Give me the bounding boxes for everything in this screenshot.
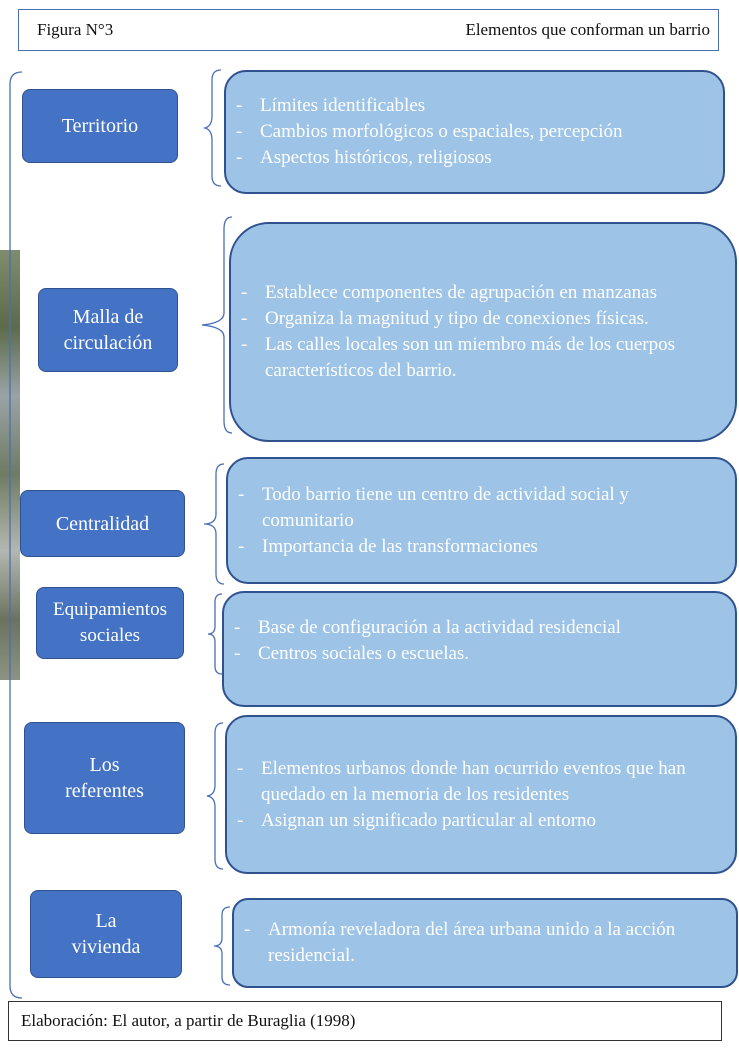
detail-item: -Las calles locales son un miembro más d… — [241, 334, 675, 381]
detail-item: -Importancia de las transformaciones — [238, 535, 538, 557]
concept-la-vivienda: La vivienda — [30, 890, 182, 978]
detail-item: -Límites identificables — [236, 95, 426, 116]
main-grouping-brace — [9, 71, 23, 999]
concept-equipamientos-sociales: Equipamientos sociales — [36, 587, 184, 659]
detail-item: -Base de configuración a la actividad re… — [234, 617, 621, 638]
detail-item: -Todo barrio tiene un centro de activida… — [238, 483, 629, 531]
brace-centralidad — [203, 463, 225, 585]
detail-item: -Armonía reveladora del área urbana unid… — [244, 919, 676, 966]
detail-los-referentes: -Elementos urbanos donde han ocurrido ev… — [225, 715, 737, 874]
detail-la-vivienda: -Armonía reveladora del área urbana unid… — [232, 898, 738, 988]
detail-item: -Aspectos históricos, religiosos — [236, 147, 492, 168]
brace-la-vivienda — [213, 906, 231, 986]
figure-title: Elementos que conforman un barrio — [465, 20, 710, 39]
brace-equipamientos-sociales — [207, 593, 223, 675]
concept-territorio: Territorio — [22, 89, 178, 163]
detail-territorio: -Límites identificables -Cambios morfoló… — [224, 70, 725, 194]
source-footer: Elaboración: El autor, a partir de Burag… — [8, 1001, 722, 1041]
concept-centralidad: Centralidad — [20, 490, 185, 557]
detail-item: -Cambios morfológicos o espaciales, perc… — [236, 121, 623, 142]
detail-item: -Asignan un significado particular al en… — [237, 809, 597, 831]
brace-malla-de-circulacion — [201, 216, 233, 434]
detail-item: -Organiza la magnitud y tipo de conexion… — [241, 308, 649, 329]
detail-item: -Centros sociales o escuelas. — [234, 643, 470, 664]
figure-label: Figura N°3 — [37, 20, 114, 39]
detail-equipamientos-sociales: -Base de configuración a la actividad re… — [222, 591, 737, 707]
concept-los-referentes: Los referentes — [24, 722, 185, 834]
figure-header: Figura N°3 Elementos que conforman un ba… — [18, 9, 719, 51]
source-text: Elaboración: El autor, a partir de Burag… — [21, 1011, 356, 1030]
detail-centralidad: -Todo barrio tiene un centro de activida… — [226, 457, 737, 584]
brace-territorio — [203, 69, 222, 187]
concept-malla-de-circulacion: Malla de circulación — [38, 288, 178, 372]
brace-los-referentes — [206, 722, 224, 870]
detail-item: -Elementos urbanos donde han ocurrido ev… — [237, 757, 686, 805]
detail-malla-de-circulacion: -Establece componentes de agrupación en … — [229, 222, 737, 442]
detail-item: -Establece componentes de agrupación en … — [241, 282, 657, 303]
